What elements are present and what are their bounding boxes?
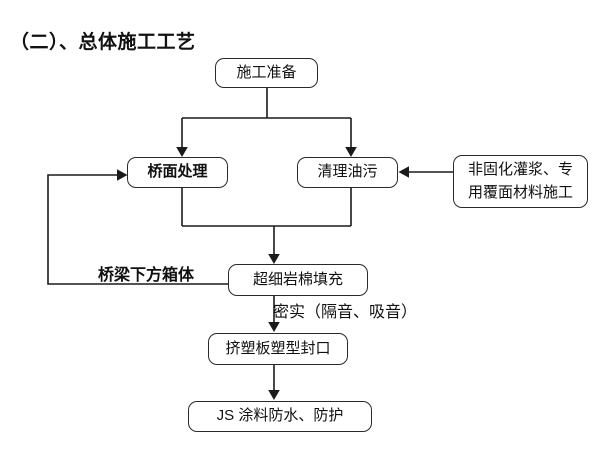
node-noncured-grouting-covering: 非固化灌浆、专用覆面材料施工 [453,155,588,208]
arrowhead-feedback-to-deck [117,169,128,181]
node-xps-board-sealing: 挤塑板塑型封口 [208,333,348,365]
node-js-coating-waterproof: JS 涂料防水、防护 [188,401,372,432]
arrowhead-to-js [268,390,280,400]
label-dense-soundproof: 密实（隔音、吸音） [273,304,418,321]
edge-feedback-loop [47,174,228,285]
label-bridge-underside-box: 桥梁下方箱体 [98,267,195,284]
arrowhead-noncured-to-oil [398,166,409,178]
arrowhead-to-rockwool [268,254,280,264]
arrowhead-to-deck [176,147,188,157]
node-bridge-deck-treatment: 桥面处理 [127,157,228,188]
page-title: （二）、总体施工工艺 [10,32,196,53]
arrowhead-to-seal [268,322,280,332]
node-clean-oil-stains: 清理油污 [297,157,398,188]
node-rockwool-filling: 超细岩棉填充 [228,264,368,296]
arrowhead-to-oil [345,147,357,157]
node-construction-preparation: 施工准备 [215,58,318,88]
